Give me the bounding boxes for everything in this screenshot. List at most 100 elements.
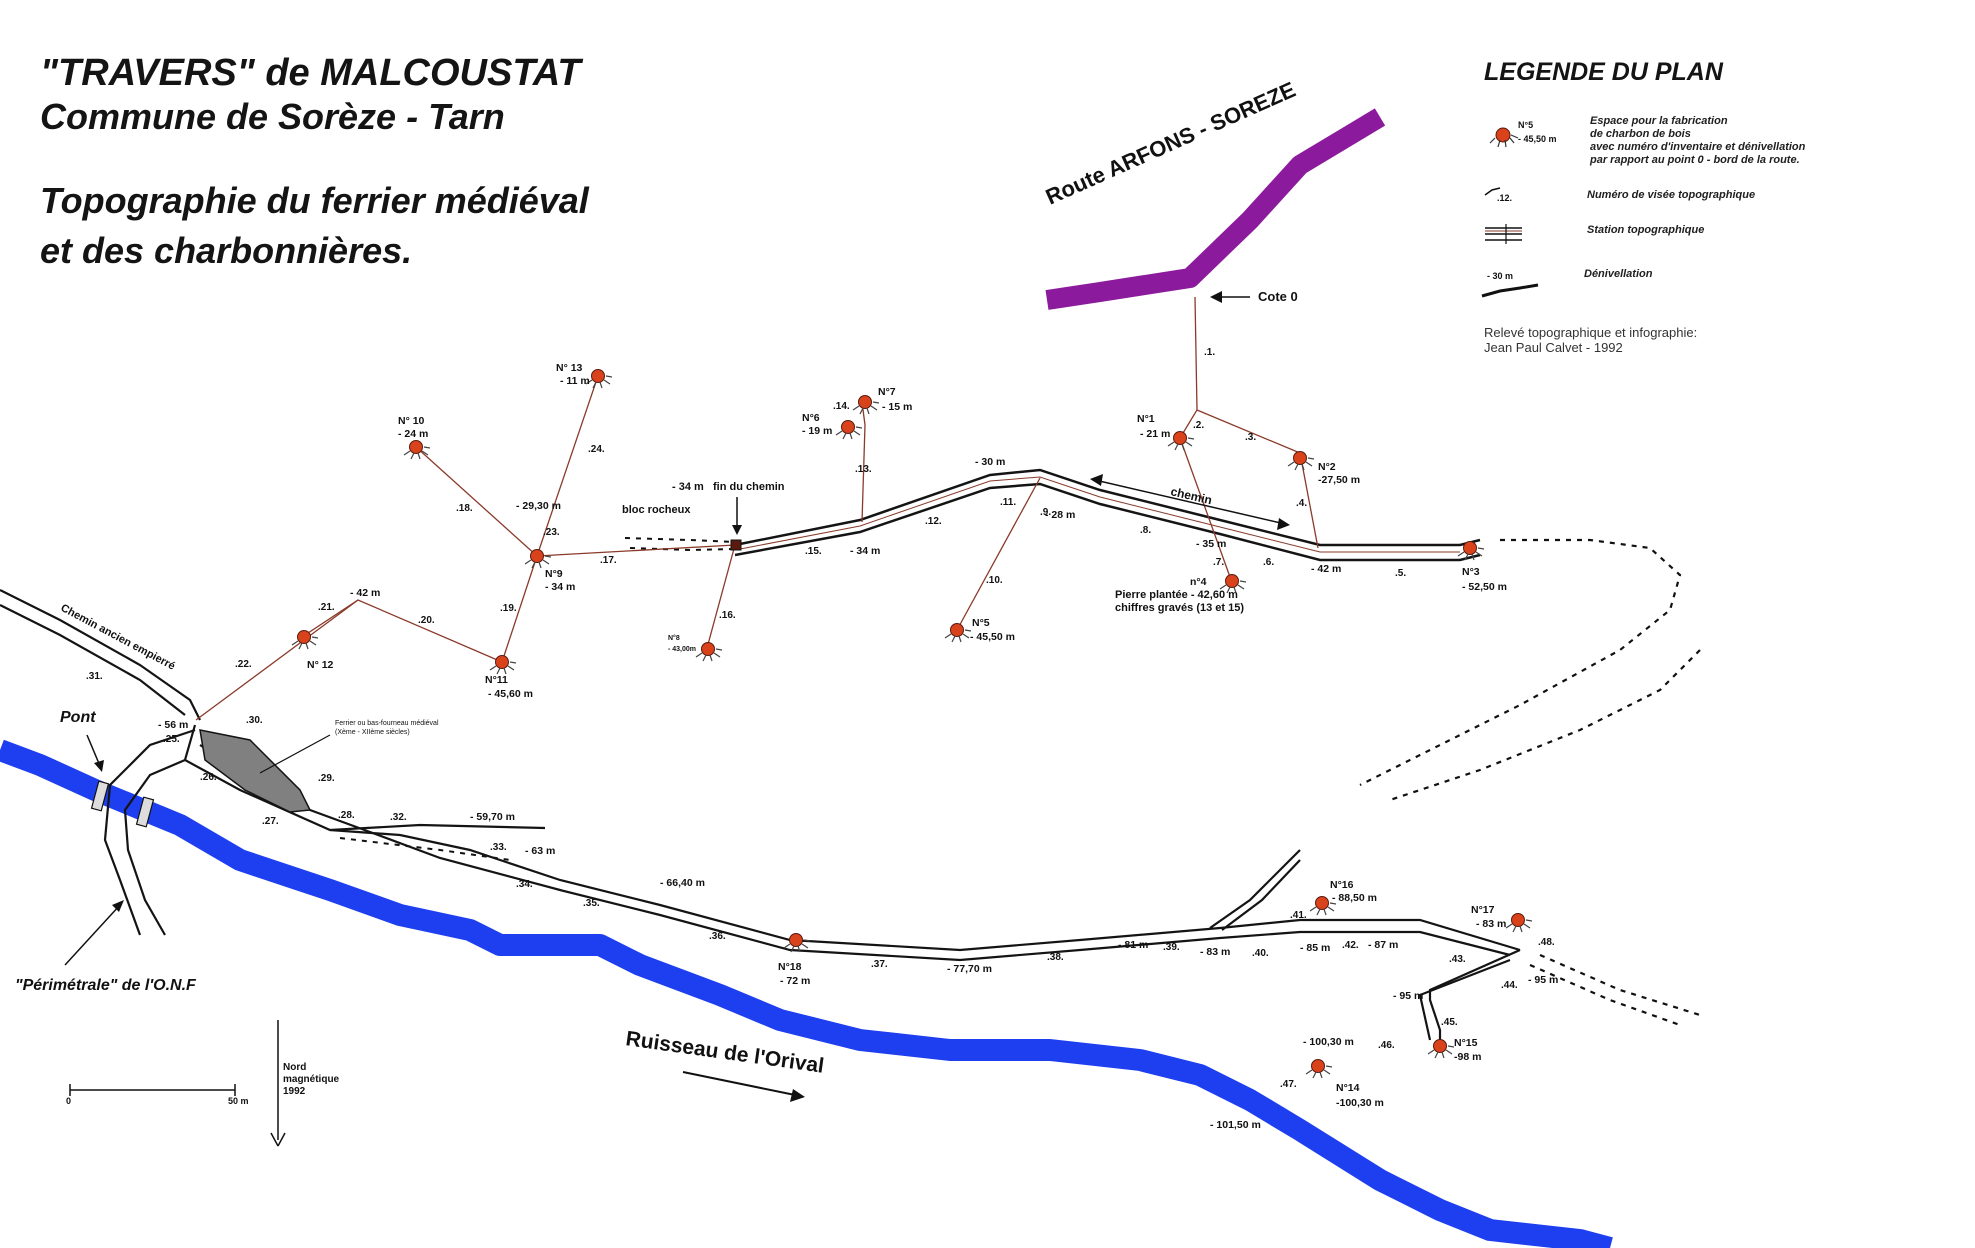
legend-desc-line-1: Espace pour la fabrication	[1590, 115, 1728, 127]
denivellation-label: - 42 m	[1311, 563, 1341, 575]
charbonniere-hatch	[695, 648, 723, 662]
road-label: Route ARFONS - SOREZE	[1042, 77, 1299, 210]
denivellation-label: - 42 m	[350, 587, 380, 599]
legend-desc-line-2: de charbon de bois	[1590, 128, 1691, 140]
charbonniere-number: N°9	[545, 568, 563, 580]
visee-number: .32.	[390, 812, 407, 823]
charbonniere: N°5- 45,50 m	[944, 617, 1015, 643]
visee-number: .9.	[1040, 507, 1051, 518]
charbonniere-marker	[1293, 451, 1307, 465]
charbonniere-number: N°14	[1336, 1082, 1360, 1094]
visee-network	[195, 296, 1319, 721]
charbonniere-hatch	[1427, 1045, 1455, 1059]
dotted-trail-east-2	[1389, 649, 1701, 802]
denivellations-layer: - 30 m- 35 m- 42 m- 28 m- 34 m- 29,30 m-…	[158, 456, 1558, 1131]
visee-number: .14.	[833, 401, 850, 412]
visee-number: .1.	[1204, 347, 1215, 358]
map-topic-line-1: Topographie du ferrier médiéval	[40, 180, 589, 221]
denivellation-label: - 101,50 m	[1210, 1119, 1261, 1131]
charbonniere-number: N°18	[778, 961, 802, 973]
visee-number: .29.	[318, 773, 335, 784]
visee-number: .40.	[1252, 948, 1269, 959]
visee-number: .21.	[318, 602, 335, 613]
charbonniere-elevation: - 72 m	[780, 975, 810, 987]
charbonniere: N°2-27,50 m	[1287, 451, 1360, 486]
visee-number: .31.	[86, 671, 103, 682]
visee-number: .8.	[1140, 525, 1151, 536]
denivellation-label: - 28 m	[1045, 509, 1075, 521]
visee-number: .35.	[583, 898, 600, 909]
denivellation-label: - 63 m	[525, 845, 555, 857]
charbonniere-elevation: - 19 m	[802, 425, 832, 437]
visee-number: .10.	[986, 575, 1003, 586]
charbonniere-marker	[1225, 574, 1239, 588]
denivellation-label: - 87 m	[1368, 939, 1398, 951]
charbonniere-elevation: - 21 m	[1140, 428, 1170, 440]
denivellation-label: - 35 m	[1196, 538, 1226, 550]
legend-visee-sample: .12.	[1497, 193, 1512, 203]
legend-credit: Relevé topographique et infographie: Jea…	[1484, 325, 1697, 355]
charbonniere: N°8- 43,00m	[668, 634, 723, 662]
charbonniere-elevation: - 11 m	[560, 375, 590, 387]
legend-desc-line-3: avec numéro d'inventaire et dénivellatio…	[1590, 141, 1806, 153]
visee-number: .22.	[235, 659, 252, 670]
ferrier-outline	[183, 724, 1521, 952]
charbonniere-hatch	[1305, 1065, 1333, 1079]
traverse-upper-outer	[734, 468, 1481, 547]
ferrier-zone	[199, 729, 312, 813]
denivellation-label: - 100,30 m	[1303, 1036, 1354, 1048]
denivellation-label: - 81 m	[1118, 939, 1148, 951]
visee-number: .36.	[709, 931, 726, 942]
dotted-trail-east	[1359, 538, 1682, 786]
charbonniere: N° 13- 11 m	[556, 362, 613, 389]
charbonniere-number: N° 10	[398, 415, 425, 427]
charbonniere-marker	[950, 623, 964, 637]
charbonniere-hatch	[852, 401, 880, 415]
traverse-upper-inner	[734, 476, 1460, 553]
charbonniere-hatch	[1457, 547, 1485, 561]
charbonniere: N°15-98 m	[1427, 1037, 1481, 1063]
charbonniere: N° 10- 24 m	[398, 415, 431, 460]
legend-deniv-desc: Dénivellation	[1584, 268, 1653, 280]
visee-number: .17.	[600, 555, 617, 566]
charbonniere-hatch	[403, 446, 431, 460]
visee-number: .28.	[338, 810, 355, 821]
visee-number: .2.	[1193, 420, 1204, 431]
scale-start: 0	[66, 1096, 71, 1106]
charbonniere-elevation: - 15 m	[882, 401, 912, 413]
visee-number: .16.	[719, 610, 736, 621]
visee-number: .3.	[1245, 432, 1256, 443]
visee-number: .37.	[871, 959, 888, 970]
charbonniere: n°4	[1190, 574, 1247, 594]
charbonniere-elevation: -98 m	[1454, 1051, 1481, 1063]
legend-credit-line-1: Relevé topographique et infographie:	[1484, 325, 1698, 340]
charbonniere-hatch	[944, 629, 972, 643]
visee-number: .4.	[1296, 498, 1307, 509]
charbonniere-number: N°3	[1462, 566, 1480, 578]
visee-number: .41.	[1290, 910, 1307, 921]
fin-chemin-elev: - 34 m	[672, 481, 704, 493]
cote0-label: Cote 0	[1258, 289, 1298, 304]
legend-sample-elev: - 45,50 m	[1518, 134, 1557, 144]
visee-number: .15.	[805, 546, 822, 557]
charbonniere-hatch	[291, 636, 319, 650]
legend-sample-number: N°5	[1518, 120, 1533, 130]
charbonnieres-layer: N°1- 21 mN°2-27,50 mN°3- 52,50 mn°4N°5- …	[291, 362, 1533, 1109]
charbonniere-elevation: - 45,60 m	[488, 688, 533, 700]
charbonniere-marker	[591, 369, 605, 383]
visee-number: .27.	[262, 816, 279, 827]
visee-number: .26.	[200, 772, 217, 783]
charbonniere-marker	[1511, 913, 1525, 927]
legend-title: LEGENDE DU PLAN	[1484, 58, 1723, 86]
denivellation-label: - 59,70 m	[470, 811, 515, 823]
charbonniere-marker	[1173, 431, 1187, 445]
ferrier-label-2: (Xème - XIIème siècles)	[335, 729, 410, 736]
chemin-arrow	[1094, 479, 1286, 525]
charbonniere-hatch	[489, 661, 517, 675]
visee-number: .44.	[1501, 980, 1518, 991]
bloc-label: bloc rocheux	[622, 504, 691, 516]
charbonniere-number: N°17	[1471, 904, 1495, 916]
charbonniere: N°17- 83 m	[1471, 904, 1533, 933]
charbonniere-hatch	[1309, 902, 1337, 916]
denivellation-label: - 34 m	[850, 545, 880, 557]
